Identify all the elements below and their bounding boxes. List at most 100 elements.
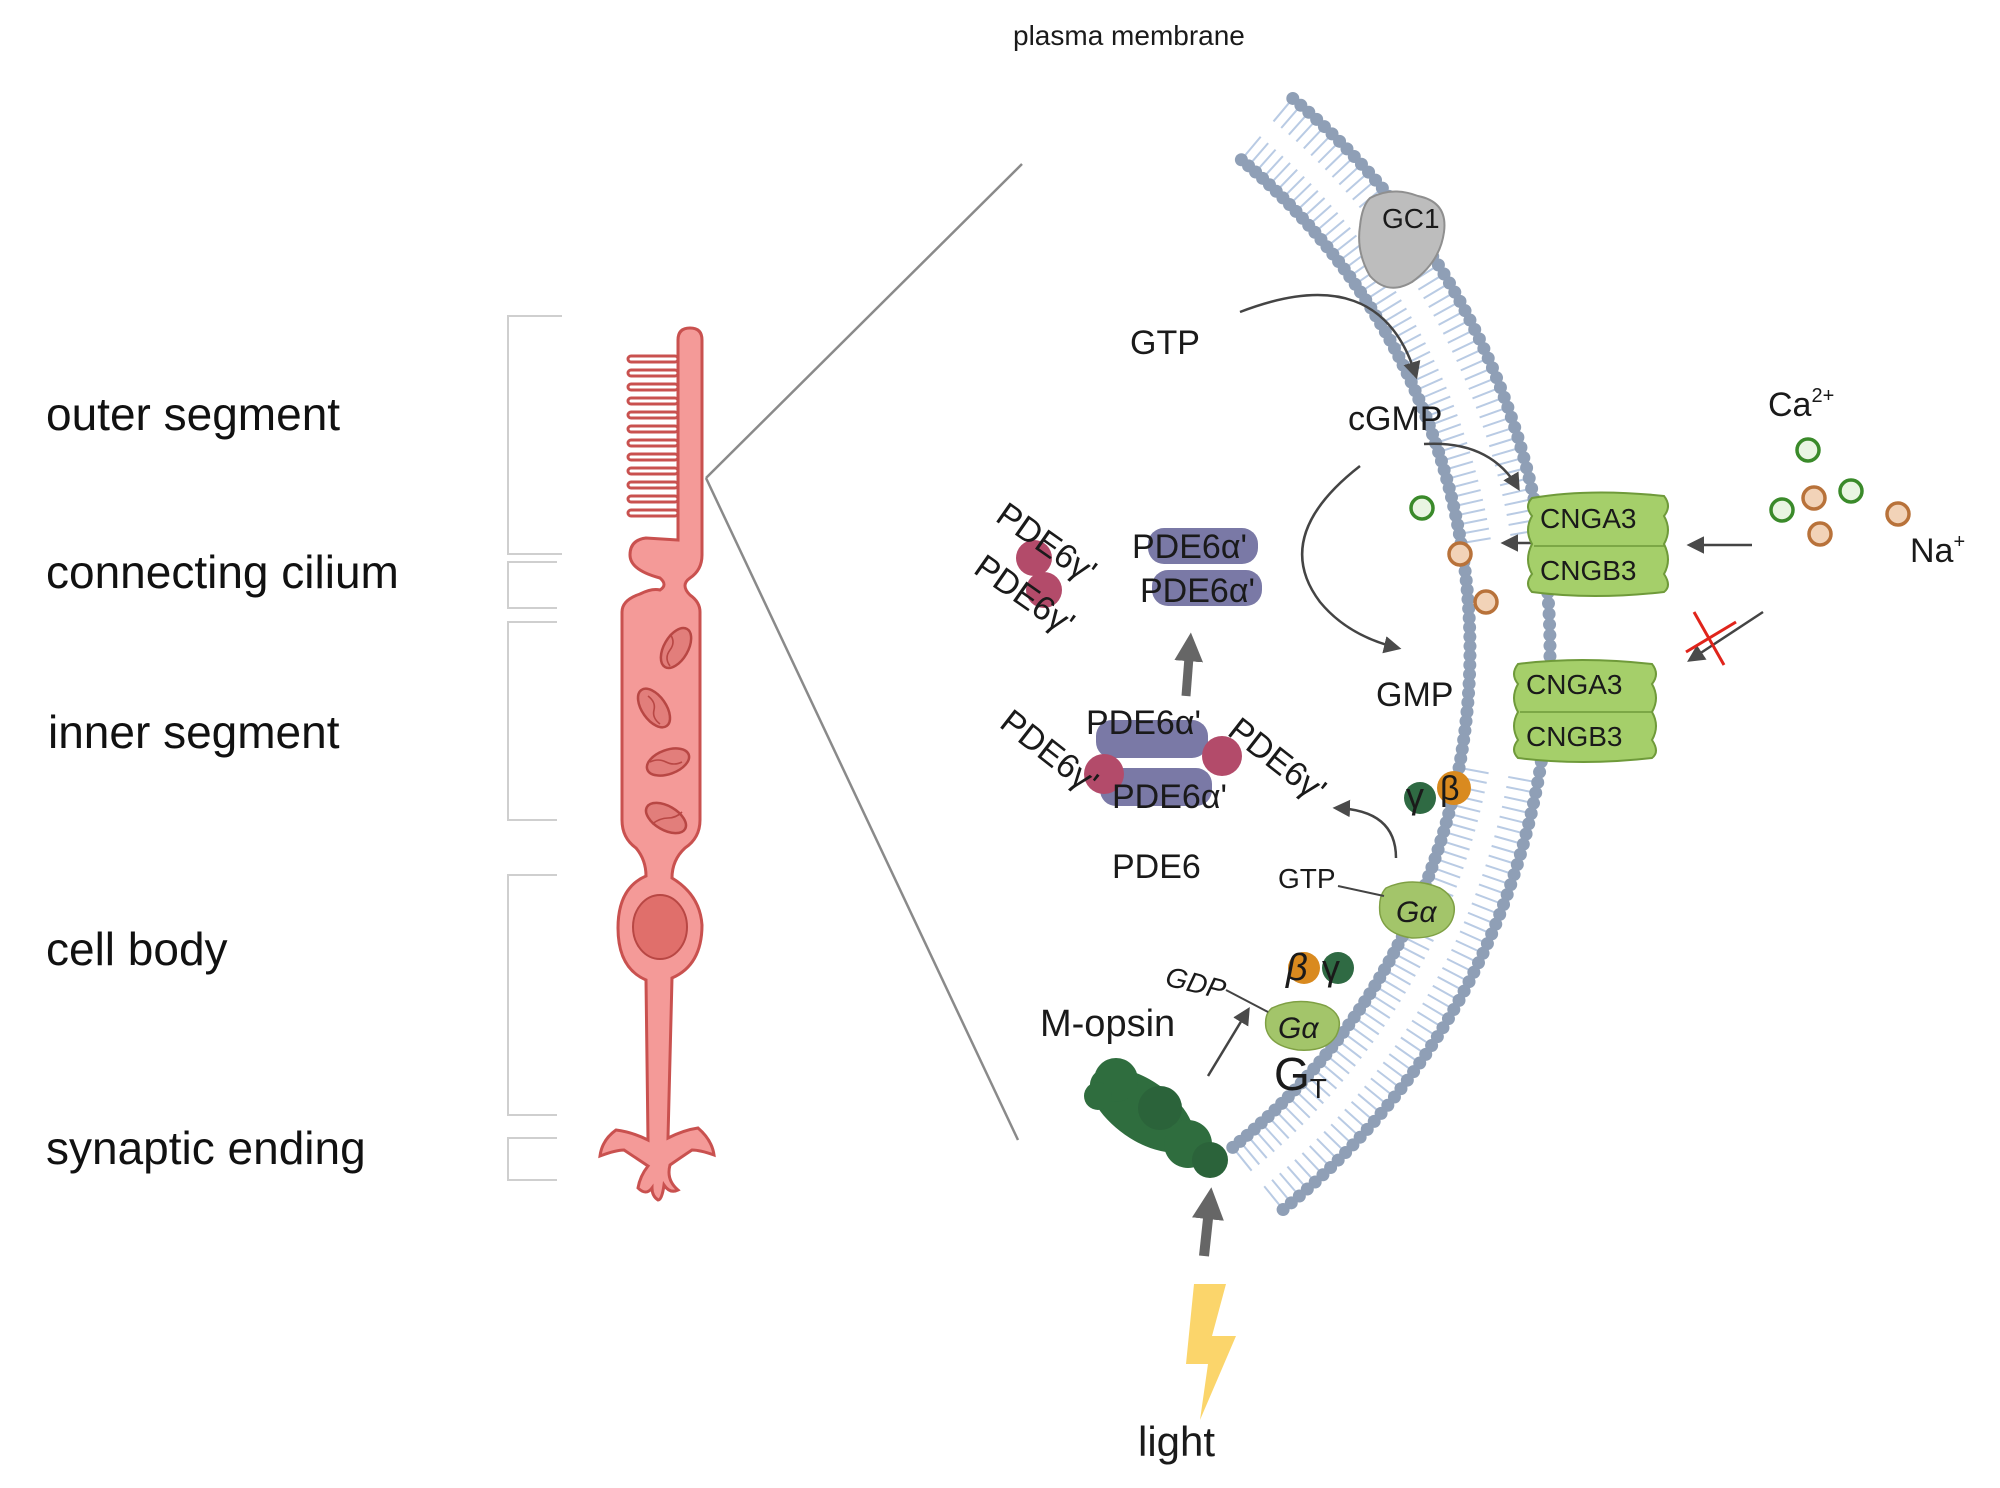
lipid-head <box>1516 837 1530 851</box>
lipid-head <box>1497 390 1511 404</box>
outer-segment-disks <box>626 354 680 518</box>
galpha-active: Gα GTP <box>1278 863 1455 939</box>
lipid-head <box>1489 917 1503 931</box>
pde6-inactive-complex: PDE6α' PDE6α' PDE6γ' PDE6γ' PDE6 <box>993 702 1333 886</box>
ions <box>1409 437 1911 615</box>
lipid-head <box>1517 451 1531 465</box>
gc1-protein: GC1 <box>1358 190 1446 289</box>
lipid-head <box>1524 806 1538 820</box>
lipid-head <box>1520 461 1534 475</box>
cgmp-to-gmp-arrow <box>1300 465 1402 654</box>
gtp-small-label: GTP <box>1278 863 1336 894</box>
lipid-head <box>1226 1140 1240 1154</box>
lipid-head <box>1511 430 1525 444</box>
reaction-arrows <box>1206 293 1764 1077</box>
lipid-head <box>1462 611 1476 625</box>
lipid-head <box>1461 696 1475 710</box>
lipid-head <box>1481 351 1495 365</box>
lipid-head <box>1543 618 1557 632</box>
transducin-gt: β γ Gα GDP GT <box>1163 947 1354 1104</box>
pde6-gamma-free <box>1026 572 1062 608</box>
lipid-head <box>1463 667 1477 681</box>
lipid-head <box>1533 765 1547 779</box>
lipid-head <box>1529 786 1543 800</box>
pde6a-upper-1-label: PDE6α' <box>1132 528 1247 566</box>
lipid-head <box>1463 649 1477 663</box>
lipid-head <box>1497 898 1511 912</box>
lipid-head <box>1463 630 1477 644</box>
lipid-head <box>1500 888 1514 902</box>
pde6-active-complex: PDE6α' PDE6α' PDE6γ' PDE6γ' <box>967 495 1262 643</box>
calcium-label: Ca2+ <box>1768 385 1834 424</box>
pde6a-upper-2-label: PDE6α' <box>1140 572 1255 610</box>
pde6-label: PDE6 <box>1112 848 1201 886</box>
bracket-connecting-cilium <box>507 561 557 609</box>
m-opsin-label: M-opsin <box>1040 1003 1175 1045</box>
pde6-gamma-free <box>1016 540 1052 576</box>
gc1-label: GC1 <box>1382 203 1440 234</box>
bracket-outer-segment <box>507 315 562 555</box>
lipid-head <box>1510 858 1524 872</box>
lipid-head <box>1459 574 1473 588</box>
lipid-head <box>1461 592 1475 606</box>
beta-gt-label: β <box>1285 947 1308 989</box>
segment-brackets <box>507 315 562 1181</box>
sodium-ion <box>1807 521 1833 547</box>
plasma-membrane-label: plasma membrane <box>1013 20 1245 51</box>
lipid-head <box>1522 817 1536 831</box>
lipid-head <box>1541 596 1555 610</box>
galpha-to-pde6-arrow <box>1332 799 1398 859</box>
mitochondria <box>636 626 693 835</box>
blocked-ion-arrow <box>1687 610 1764 662</box>
lipid-head <box>1504 410 1518 424</box>
sodium-ion <box>1447 541 1473 567</box>
nucleus <box>632 894 688 960</box>
gamma-label: γ <box>1406 775 1424 816</box>
lipid-head <box>1507 868 1521 882</box>
gamma-gt-label: γ <box>1322 947 1340 988</box>
sodium-ion <box>1885 501 1911 527</box>
block-x-icon <box>1685 611 1737 666</box>
lipid-head <box>1514 441 1528 455</box>
lipid-head <box>1513 847 1527 861</box>
gtp-to-cgmp-arrow <box>1239 293 1421 380</box>
cell-body-label: cell body <box>46 923 228 975</box>
cnga3-bottom-label: CNGA3 <box>1526 669 1622 700</box>
galpha-inactive-label: Gα <box>1278 1012 1319 1045</box>
bracket-inner-segment <box>507 621 557 821</box>
pde6a-lower-1-label: PDE6α' <box>1086 704 1201 742</box>
light-label: light <box>1138 1418 1215 1465</box>
calcium-ion <box>1838 478 1864 504</box>
lipid-head <box>1543 639 1557 653</box>
lipid-head <box>1276 1203 1290 1217</box>
lipid-head <box>1460 705 1474 719</box>
lipid-head <box>1462 677 1476 691</box>
bracket-cell-body <box>507 874 557 1116</box>
gdp-label: GDP <box>1163 961 1230 1006</box>
lightning-icon <box>1186 1284 1236 1420</box>
lipid-head <box>1493 907 1507 921</box>
cng-channel-top: CNGA3 CNGB3 <box>1527 491 1669 597</box>
lipid-head <box>1525 481 1539 495</box>
beta-gamma-dimer-free: γ β <box>1404 770 1471 816</box>
beta-label: β <box>1440 770 1460 808</box>
pde6-activation-arrow <box>1174 632 1204 697</box>
m-opsin: M-opsin <box>1040 1003 1228 1178</box>
lipid-head <box>1462 602 1476 616</box>
lipid-head <box>1542 607 1556 621</box>
calcium-ion <box>1795 437 1821 463</box>
inner-segment-label: inner segment <box>48 706 340 758</box>
calcium-ion <box>1409 495 1435 521</box>
opsin-activation-arrow <box>1206 1007 1250 1077</box>
connecting-cilium-label: connecting cilium <box>46 546 399 598</box>
outer-segment-label: outer segment <box>46 388 340 440</box>
gtp-label: GTP <box>1130 324 1200 362</box>
lipid-head <box>1508 420 1522 434</box>
cgmp-label: cGMP <box>1348 400 1442 438</box>
mitochondrion <box>659 626 693 670</box>
lipid-head <box>1463 658 1477 672</box>
mitochondrion <box>645 747 691 777</box>
gmp-label: GMP <box>1376 676 1453 714</box>
